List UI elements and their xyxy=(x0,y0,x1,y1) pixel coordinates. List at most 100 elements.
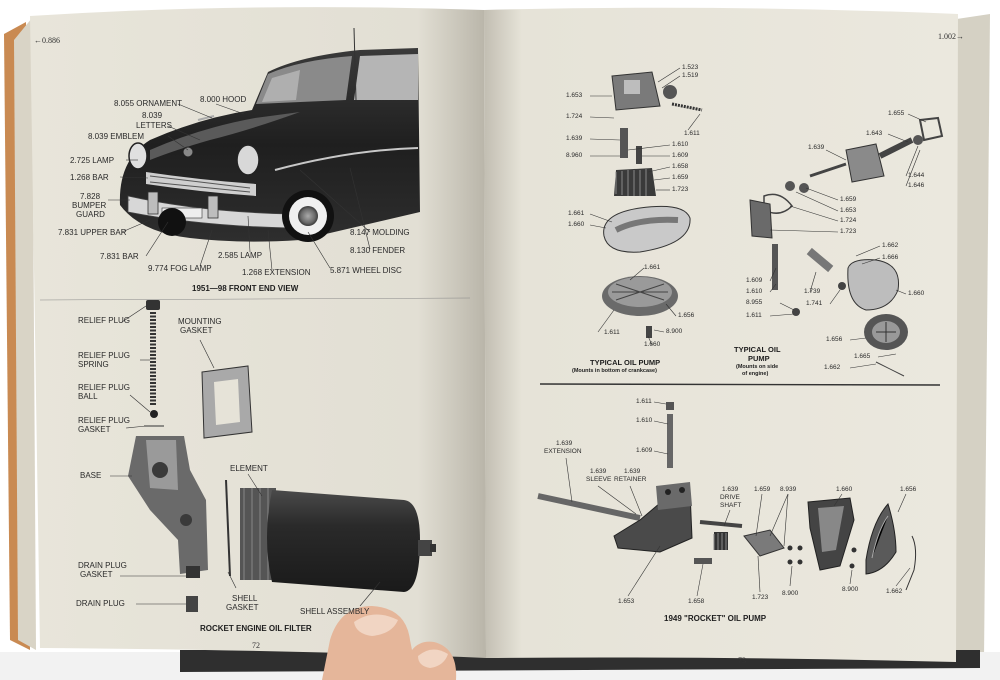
label-drain-plug: DRAIN PLUG xyxy=(76,599,125,608)
label-fender: 8.130 FENDER xyxy=(350,246,406,255)
label-guard-number: 7.828 xyxy=(80,192,101,201)
rp-8900: 8.900 xyxy=(782,590,799,597)
rocket-pump-illustration xyxy=(537,402,917,591)
ps-1662b: 1.662 xyxy=(824,364,841,371)
label-spring-b: SPRING xyxy=(78,360,109,369)
rp-8900b: 8.900 xyxy=(842,586,859,593)
pb-1661b: 1.661 xyxy=(644,264,661,271)
label-drain-gasket-b: GASKET xyxy=(80,570,113,579)
pump-side-illustration xyxy=(749,116,944,377)
ps-1644: 1.644 xyxy=(908,172,925,179)
pb-1519: 1.519 xyxy=(682,72,699,79)
label-molding: 8.147 MOLDING xyxy=(350,228,410,237)
rp-1723: 1.723 xyxy=(752,594,769,601)
pb-1639: 1.639 xyxy=(566,135,583,142)
rp-ext-b: EXTENSION xyxy=(544,448,582,455)
label-bumper: BUMPER xyxy=(72,201,107,210)
label-shell-gasket-b: GASKET xyxy=(226,603,259,612)
pb-1724: 1.724 xyxy=(566,113,583,120)
oil-filter-illustration xyxy=(128,300,436,612)
rp-sleeve-a: 1.639 xyxy=(590,468,607,475)
left-page-number: 72 xyxy=(252,641,260,650)
pump-side-title-a: TYPICAL OIL xyxy=(734,345,781,354)
rp-drive-b: DRIVE xyxy=(720,494,740,501)
ps-1646: 1.646 xyxy=(908,182,925,189)
pb-8900: 8.900 xyxy=(666,328,683,335)
label-element: ELEMENT xyxy=(230,464,268,473)
rp-1611: 1.611 xyxy=(636,398,652,405)
rp-drive-a: 1.639 xyxy=(722,486,739,493)
right-page xyxy=(484,7,958,662)
label-letters: LETTERS xyxy=(136,121,173,130)
ps-1741: 1.741 xyxy=(806,300,823,307)
pump-side-subtitle-b: of engine) xyxy=(742,371,769,377)
pb-1611: 1.611 xyxy=(684,130,700,137)
rp-8939: 8.939 xyxy=(780,486,797,493)
ps-1723: 1.723 xyxy=(840,228,857,235)
pb-1656: 1.656 xyxy=(678,312,695,319)
filter-leader-lines xyxy=(110,305,381,607)
pb-1609: 1.609 xyxy=(672,152,689,159)
pb-1723: 1.723 xyxy=(672,186,689,193)
car-leader-lines xyxy=(108,103,371,271)
pb-1610: 1.610 xyxy=(672,141,689,148)
pb-1653: 1.653 xyxy=(566,92,583,99)
ps-1660: 1.660 xyxy=(908,290,925,297)
label-wheel-disc: 5.871 WHEEL DISC xyxy=(330,266,402,275)
ps-1666: 1.666 xyxy=(882,254,899,261)
right-header-ref: 1.002→ xyxy=(938,32,964,41)
ps-1662: 1.662 xyxy=(882,242,899,249)
thumb xyxy=(322,606,457,680)
ps-1643: 1.643 xyxy=(866,130,883,137)
label-relief-gasket-a: RELIEF PLUG xyxy=(78,416,131,425)
rocket-pump-caption: 1949 "ROCKET" OIL PUMP xyxy=(664,614,767,623)
label-base: BASE xyxy=(80,471,102,480)
car-illustration xyxy=(119,27,420,242)
rp-1658: 1.658 xyxy=(688,598,705,605)
label-letters-number: 8.039 xyxy=(142,111,163,120)
label-lamp: 2.725 LAMP xyxy=(70,156,115,165)
ps-1611: 1.611 xyxy=(746,312,762,319)
label-bar-top: 1.268 BAR xyxy=(70,173,109,182)
pb-1658: 1.658 xyxy=(672,163,689,170)
pump-side-subtitle-a: (Mounts on side xyxy=(736,364,779,370)
pump-bottom-title: TYPICAL OIL PUMP xyxy=(590,358,661,367)
ps-1724: 1.724 xyxy=(840,217,857,224)
label-shell-assembly: SHELL ASSEMBLY xyxy=(300,607,370,616)
right-divider xyxy=(539,383,941,386)
right-page-number: 73 xyxy=(738,656,746,665)
rp-drive-c: SHAFT xyxy=(720,502,742,509)
label-guard: GUARD xyxy=(76,210,105,219)
pump-bottom-illustration xyxy=(602,71,703,338)
page-stack-left xyxy=(14,18,36,650)
ps-1655: 1.655 xyxy=(888,110,905,117)
label-ornament: 8.055 ORNAMENT xyxy=(114,99,183,108)
oil-filter-caption: ROCKET ENGINE OIL FILTER xyxy=(200,624,312,633)
rp-1609: 1.609 xyxy=(636,447,653,454)
label-bar-lower: 7.831 BAR xyxy=(100,252,139,261)
label-ball-a: RELIEF PLUG xyxy=(78,383,131,392)
label-upper-bar: 7.831 UPPER BAR xyxy=(58,228,127,237)
pb-1523: 1.523 xyxy=(682,64,699,71)
front-view-caption: 1951—98 FRONT END VIEW xyxy=(192,284,299,293)
rp-1662: 1.662 xyxy=(886,588,903,595)
pb-1661: 1.661 xyxy=(568,210,585,217)
ps-1653: 1.653 xyxy=(840,207,857,214)
ps-1609: 1.609 xyxy=(746,277,763,284)
pb-1659: 1.659 xyxy=(672,174,689,181)
rp-1660: 1.660 xyxy=(836,486,853,493)
label-ball-b: BALL xyxy=(78,392,98,401)
pump-side-title-b: PUMP xyxy=(748,354,770,363)
pump-bottom-leaders xyxy=(589,67,701,346)
rp-ext-a: 1.639 xyxy=(556,440,573,447)
label-lamp2: 2.585 LAMP xyxy=(218,251,263,260)
rp-1610: 1.610 xyxy=(636,417,653,424)
ps-1665: 1.665 xyxy=(854,353,871,360)
rp-1656: 1.656 xyxy=(900,486,917,493)
pb-8960: 8.960 xyxy=(566,152,583,159)
label-shell-gasket-a: SHELL xyxy=(232,594,258,603)
label-relief-gasket-b: GASKET xyxy=(78,425,111,434)
label-spring-a: RELIEF PLUG xyxy=(78,351,131,360)
ps-8955: 8.955 xyxy=(746,299,763,306)
